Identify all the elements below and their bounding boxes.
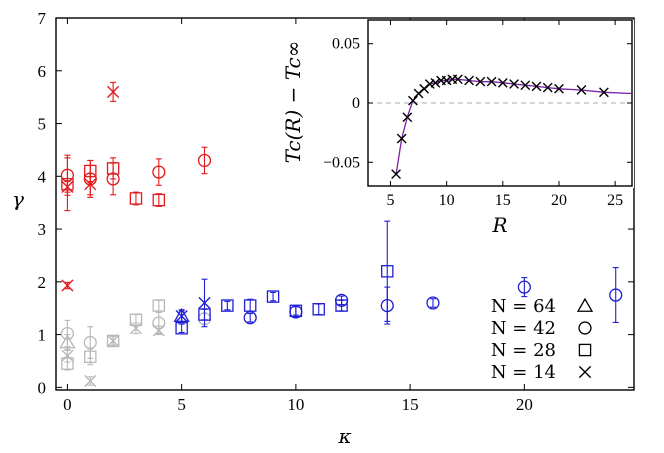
y-tick-label: 6 [38,62,47,81]
data-point-cross [107,334,120,348]
data-point-square [312,303,325,316]
data-point-cross [84,374,97,388]
inset-data-point [486,76,497,87]
legend-marker-circle [578,321,592,335]
data-point-circle [517,280,531,294]
data-point-square [129,192,143,205]
data-point-square [152,193,166,207]
y-tick-label: 0 [38,378,47,397]
legend-label: N = 28 [491,340,556,361]
inset-data-point [430,77,441,88]
data-point-circle [197,153,212,168]
inset-y-tick-label: 0 [352,95,360,112]
main-axes: 0 5 10 15 20 0 1 2 3 4 5 6 7 [38,9,634,414]
y-tick-label: 1 [38,326,47,345]
data-point-cross [84,178,97,191]
inset-x-tick-label: 20 [551,192,567,209]
inset-axes: 5 10 15 20 25 −0.05 0 0.05 [323,20,632,209]
inset-data-point [509,79,519,89]
data-point-cross [61,279,74,292]
data-point-cross [129,322,143,335]
inset-data-point [542,82,553,93]
data-point-circle [152,165,166,179]
inset-background [368,20,634,188]
data-point-square [221,299,234,312]
x-tick-label: 15 [402,395,419,414]
y-tick-label: 4 [38,167,47,186]
data-point-square [243,299,257,312]
inset-data-point [497,77,508,88]
inset-points [391,74,632,180]
data-point-square [106,162,120,175]
y-axis-label: γ [12,187,24,211]
inset-data-point [391,169,401,180]
inset-data-point [576,85,587,95]
inset-y-axis-label: Tc(R) − Tc∞ [281,41,305,164]
data-point-circle [60,326,75,341]
data-point-square [152,299,166,312]
main-points [59,81,623,388]
inset-data-point [452,74,463,85]
data-point-square [106,334,120,348]
legend: N = 64N = 42N = 28N = 14 [491,296,594,383]
data-point-cross [61,349,74,362]
data-point-square [335,299,348,312]
inset-x-tick-label: 25 [607,192,623,209]
x-tick-label: 0 [63,395,72,414]
data-point-cross [175,310,188,323]
inset-data-point [408,95,418,106]
x-tick-label: 20 [516,395,533,414]
data-point-triangle [59,334,76,349]
data-point-cross [61,180,74,193]
inset-data-point [396,133,407,144]
data-point-square [381,265,394,278]
x-axis-label: κ [337,424,351,448]
inset-data-point [464,75,475,86]
legend-label: N = 42 [491,318,556,339]
x-tick-label: 5 [177,395,186,414]
inset-data-point [554,83,564,94]
data-point-cross [198,296,211,310]
inset-data-point [520,80,531,91]
inset-x-tick-label: 5 [386,192,394,209]
legend-marker-cross [578,365,592,379]
inset-data-point [475,76,486,87]
legend-marker-triangle [576,297,594,312]
inset-data-point [402,112,413,123]
data-point-circle [426,296,440,310]
x-tick-label: 10 [287,395,304,414]
data-point-square [266,290,280,303]
y-tick-label: 2 [38,273,47,292]
inset-y-tick-label: −0.05 [323,154,360,171]
inset-y-tick-label: 0.05 [332,36,360,53]
data-point-cross [152,324,165,337]
data-point-square [289,304,303,318]
y-tick-label: 3 [38,220,47,239]
inset-data-point [531,81,542,92]
legend-label: N = 64 [491,296,556,317]
legend-label: N = 14 [491,362,556,383]
data-point-square [84,350,97,364]
inset-x-tick-label: 10 [439,192,455,209]
main-plot-frame [55,17,635,391]
inset-x-axis-label: R [491,213,507,237]
legend-marker-square [578,343,592,357]
inset-data-point [599,87,609,98]
y-tick-label: 5 [38,115,47,134]
data-point-cross [107,85,120,98]
data-point-circle [609,288,623,302]
inset-x-tick-label: 15 [495,192,511,209]
y-tick-label: 7 [38,9,47,28]
